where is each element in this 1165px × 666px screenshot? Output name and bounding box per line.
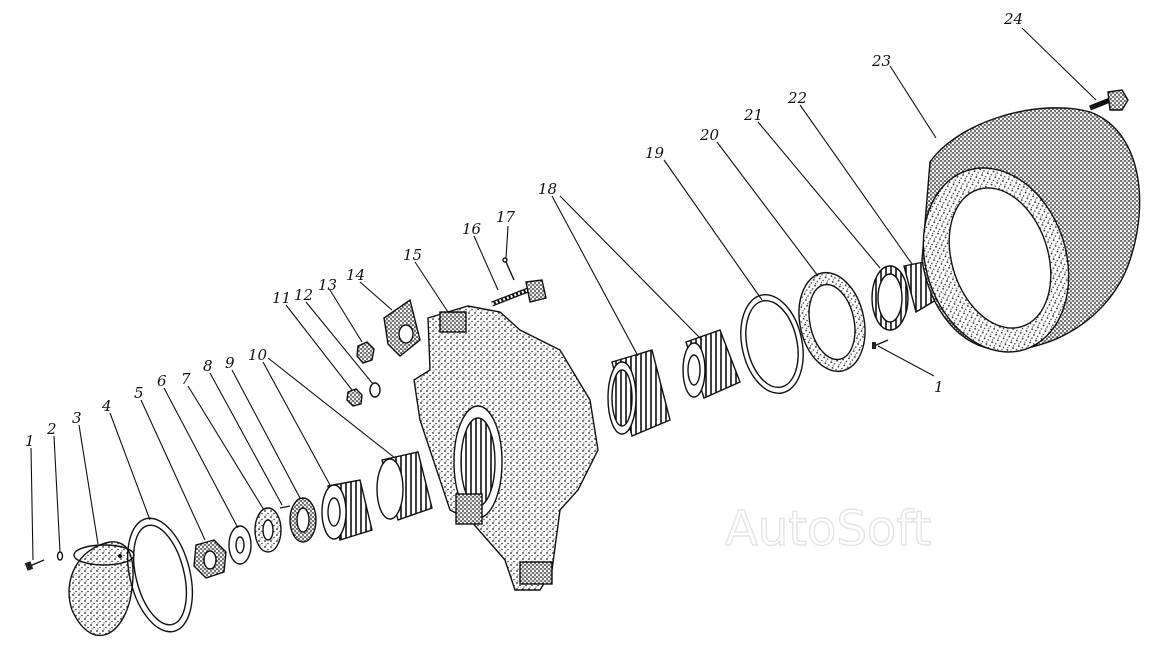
leader-lines bbox=[30, 27, 1097, 561]
label-2: 2 bbox=[46, 420, 57, 438]
part-2-washer bbox=[56, 551, 64, 561]
label-15: 15 bbox=[403, 246, 422, 264]
label-22: 22 bbox=[787, 89, 807, 107]
part-17-cotter bbox=[502, 257, 515, 281]
part-18-bearing-cup bbox=[607, 349, 671, 437]
label-21: 21 bbox=[743, 106, 763, 124]
label-11: 11 bbox=[272, 289, 291, 307]
label-1-left: 1 bbox=[25, 432, 35, 450]
label-9: 9 bbox=[225, 354, 235, 372]
label-18: 18 bbox=[538, 180, 557, 198]
label-7: 7 bbox=[181, 370, 191, 388]
part-1-pin-right bbox=[872, 339, 889, 349]
label-13: 13 bbox=[318, 276, 337, 294]
label-20: 20 bbox=[699, 126, 720, 144]
part-9-nut bbox=[289, 497, 317, 543]
part-15-housing bbox=[413, 305, 599, 591]
label-19: 19 bbox=[645, 144, 665, 162]
part-19-gasket bbox=[740, 293, 804, 395]
part-labels: 1 2 3 4 5 6 7 8 9 10 11 12 13 14 15 16 1… bbox=[25, 10, 1023, 450]
part-18-bearing-cone bbox=[682, 329, 741, 399]
part-10-bearing bbox=[321, 479, 373, 541]
label-4: 4 bbox=[101, 397, 112, 415]
part-14-clamp bbox=[383, 298, 421, 357]
label-5: 5 bbox=[134, 384, 144, 402]
label-6: 6 bbox=[157, 372, 167, 390]
part-4-gasket bbox=[126, 517, 194, 633]
part-5-nut bbox=[193, 539, 227, 579]
part-20-seal bbox=[798, 271, 866, 373]
part-3-hub-cap bbox=[68, 541, 135, 637]
label-10: 10 bbox=[248, 346, 268, 364]
label-17: 17 bbox=[496, 208, 516, 226]
label-16: 16 bbox=[462, 220, 482, 238]
part-21-ring bbox=[871, 265, 909, 331]
label-23: 23 bbox=[871, 52, 891, 70]
watermark-text: AutoSoft bbox=[725, 501, 931, 557]
label-8: 8 bbox=[203, 357, 213, 375]
label-12: 12 bbox=[294, 286, 313, 304]
part-6-washer bbox=[228, 525, 252, 565]
part-1-screw bbox=[24, 559, 45, 571]
label-1-right: 1 bbox=[934, 378, 944, 396]
label-3: 3 bbox=[72, 409, 82, 427]
part-24-bolt bbox=[1089, 89, 1129, 111]
label-14: 14 bbox=[346, 266, 365, 284]
part-12-washer bbox=[369, 382, 381, 398]
part-13-nut bbox=[356, 341, 375, 364]
part-11-nut bbox=[346, 388, 363, 407]
label-24: 24 bbox=[1003, 10, 1023, 28]
part-16-bolt bbox=[491, 279, 547, 307]
part-8-pin bbox=[279, 505, 291, 509]
part-23-brake-drum bbox=[921, 107, 1141, 353]
part-7-lock-plate bbox=[254, 507, 282, 553]
part-10-bearing-cup bbox=[376, 451, 433, 521]
